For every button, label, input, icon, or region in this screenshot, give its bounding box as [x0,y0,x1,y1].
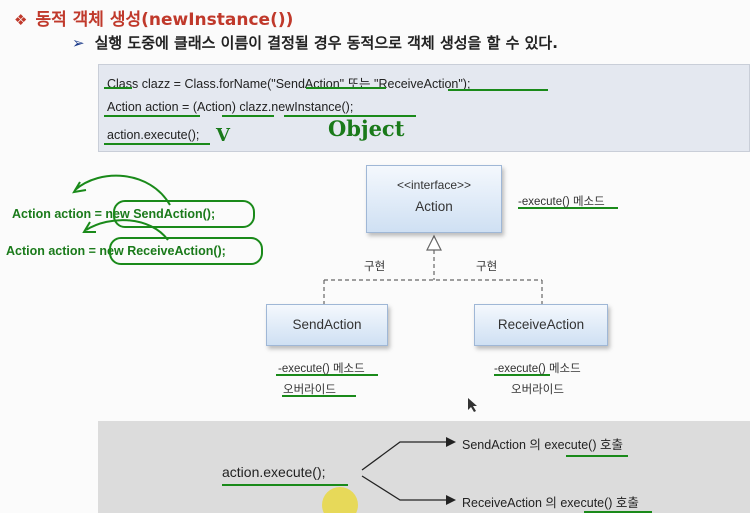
send-note-line2: 오버라이드 [283,384,336,396]
arrow-to-send [361,441,448,471]
receive-note-line1: -execute() 메소드 [494,363,581,375]
v-check-mark: V [216,125,230,146]
code-line-3: action.execute(); [107,128,200,142]
interface-stereotype: <<interface>> [396,178,472,192]
code-line-2: Action action = (Action) clazz.newInstan… [107,100,354,114]
slide-title: ❖ 동적 객체 생성(newInstance()) [14,5,293,30]
interface-name: Action [415,199,453,214]
curve-arrow-receive [85,219,169,241]
circle-new-receive [109,237,263,265]
interface-action-box: <<interface>> Action [366,165,502,233]
curve-arrow-send [74,174,171,206]
slide-subtitle-text: 실행 도중에 클래스 이름이 결정될 경우 동적으로 객체 생성을 할 수 있다… [94,34,558,52]
arrow-to-receive [361,475,448,501]
execute-dispatch-box [98,421,750,513]
interface-note: -execute() 메소드 [518,196,605,208]
impl-label-left: 구현 [364,261,386,273]
impl-label-right: 구현 [476,261,498,273]
curve-arrow-receive-head [82,221,96,233]
receive-note-line2: 오버라이드 [511,384,564,396]
mouse-cursor-icon [468,398,477,412]
sendaction-class-name: SendAction [292,317,362,332]
receiveaction-class-name: ReceiveAction [497,317,585,332]
send-note-line1: -execute() 메소드 [278,363,365,375]
arrow-bullet-icon: ➢ [72,34,85,52]
arrow-head-send-icon [446,437,456,447]
arrow-head-receive-icon [446,495,456,505]
branch-send-text: SendAction 의 execute() 호출 [462,438,623,452]
object-note: Object [328,116,405,141]
receiveaction-class-box: ReceiveAction [474,304,608,346]
curve-arrow-send-head [72,181,87,194]
branch-receive-text: ReceiveAction 의 execute() 호출 [462,496,639,510]
pointer-highlight-dot [322,487,358,513]
bottom-call-text: action.execute(); [222,464,326,480]
circle-new-send [113,200,255,228]
slide-title-text: 동적 객체 생성(newInstance()) [35,10,294,30]
slide-subtitle: ➢ 실행 도중에 클래스 이름이 결정될 경우 동적으로 객체 생성을 할 수 있… [72,32,558,53]
sendaction-class-box: SendAction [266,304,388,346]
diamond-bullet-icon: ❖ [14,11,28,29]
hand-note-receive: Action action = new ReceiveAction(); [6,244,226,258]
